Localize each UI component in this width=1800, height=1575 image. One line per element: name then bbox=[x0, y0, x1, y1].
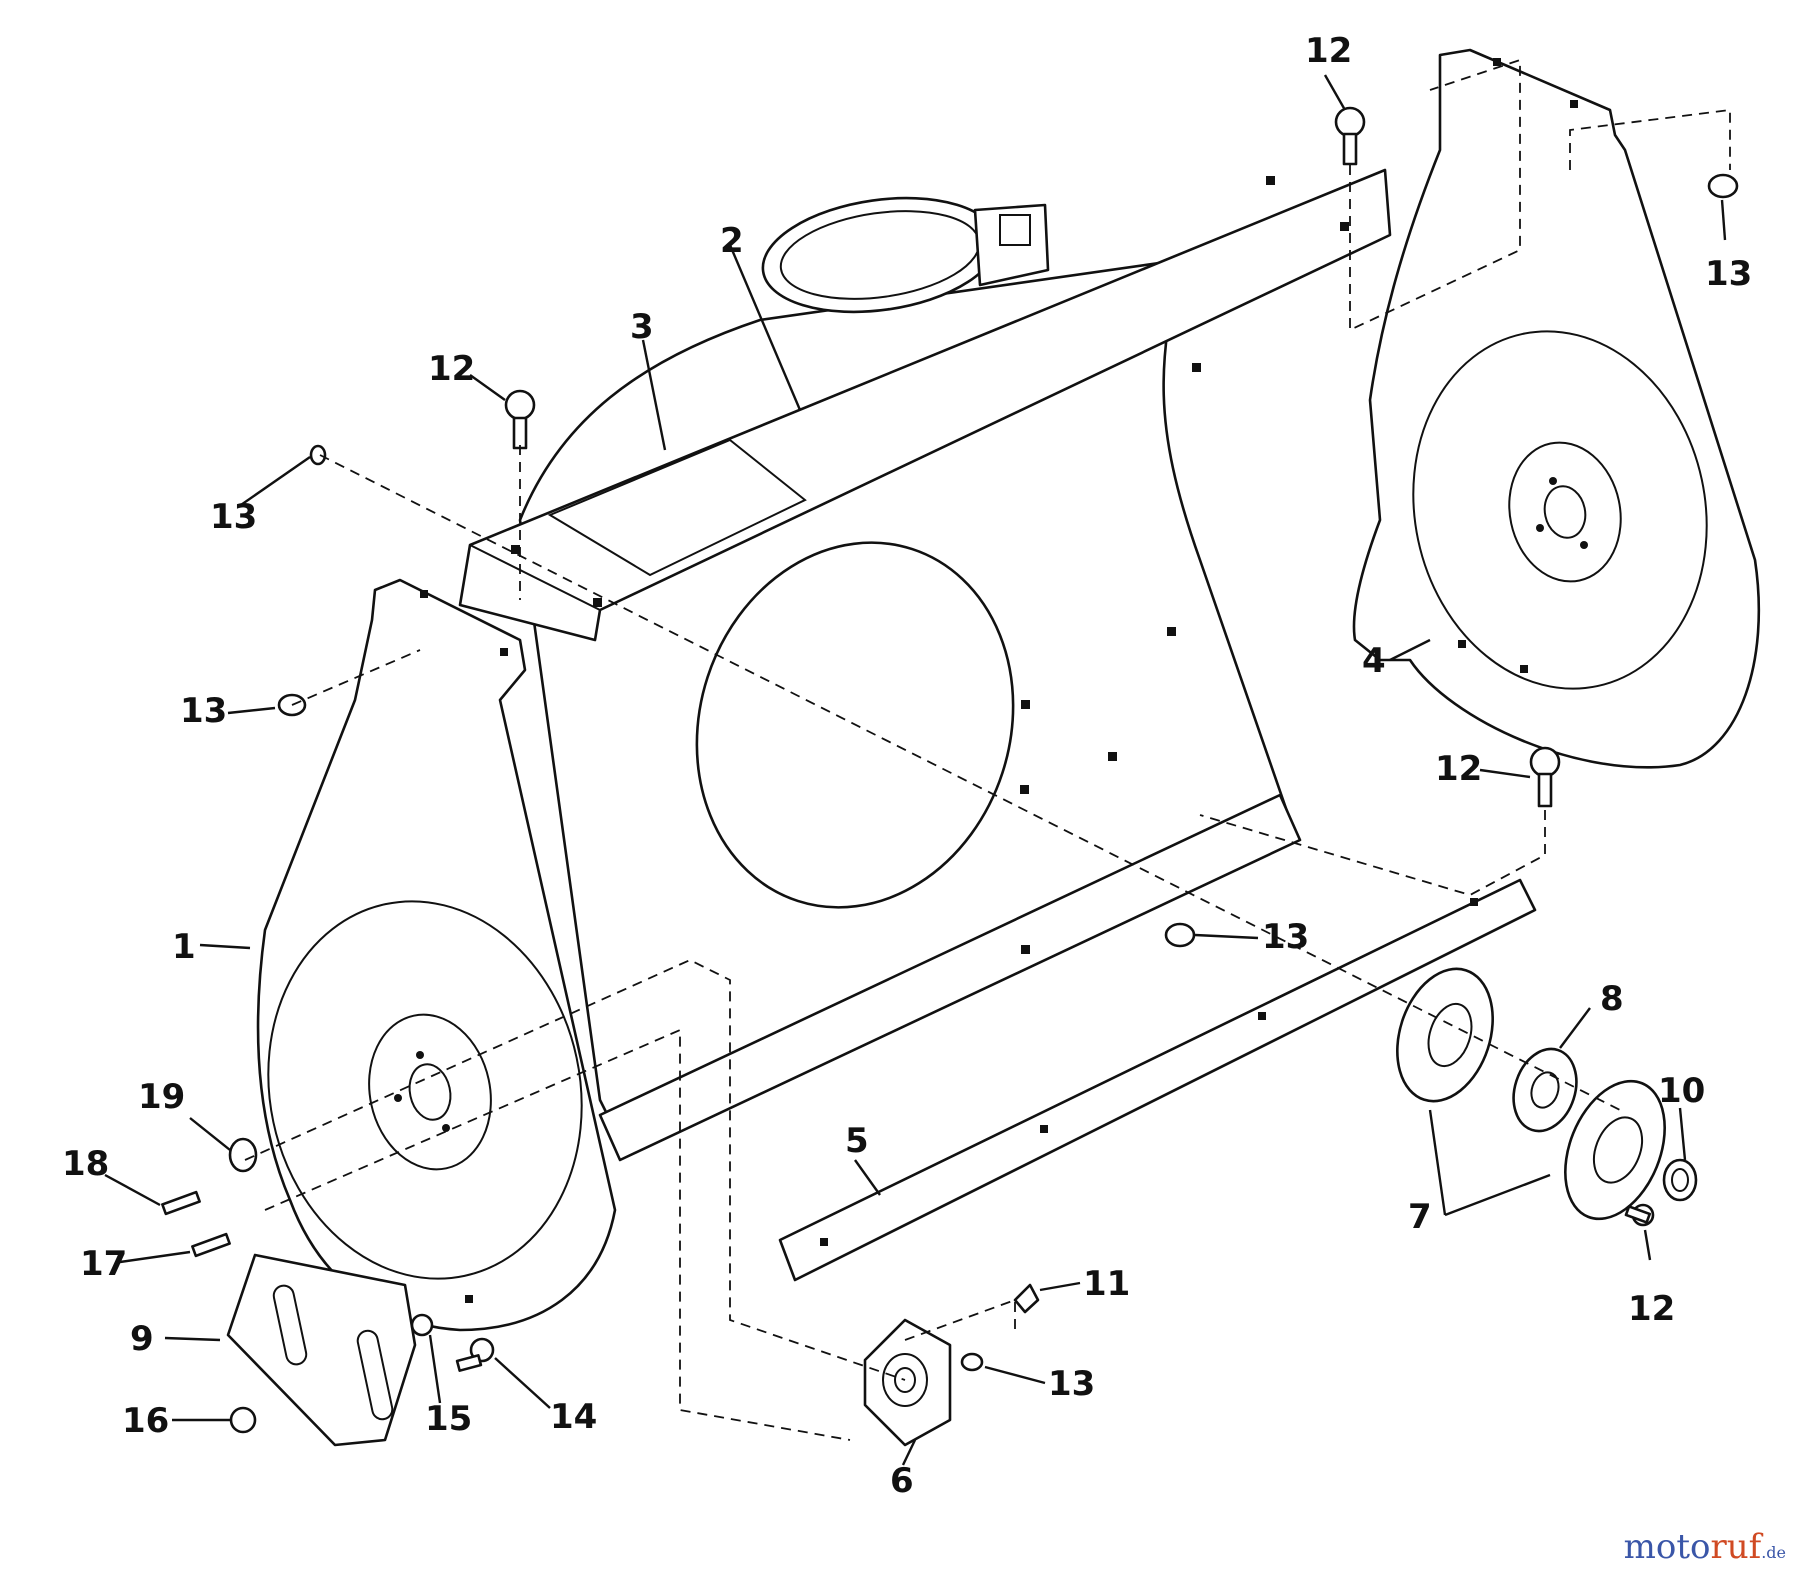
hardware bbox=[161, 106, 1739, 1434]
callout-10: 10 bbox=[1658, 1071, 1705, 1111]
callout-4: 4 bbox=[1362, 641, 1386, 681]
callout-12-top-left: 12 bbox=[428, 349, 475, 389]
callout-13-upper-left: 13 bbox=[210, 497, 257, 537]
leader-lines bbox=[104, 74, 1727, 1466]
watermark: motoruf.de bbox=[1624, 1527, 1786, 1567]
watermark-part3: .de bbox=[1761, 1543, 1786, 1562]
right-side-plate bbox=[1352, 48, 1761, 769]
callout-13-left: 13 bbox=[180, 691, 227, 731]
callout-8: 8 bbox=[1600, 979, 1624, 1019]
callout-12-lower-right: 12 bbox=[1628, 1289, 1675, 1329]
assembly-lines bbox=[244, 58, 1731, 1441]
bearing-flange bbox=[863, 1318, 952, 1447]
callout-7: 7 bbox=[1408, 1197, 1432, 1237]
auger-housing bbox=[458, 168, 1392, 1162]
callout-19: 19 bbox=[138, 1077, 185, 1117]
skid-shoe bbox=[226, 1253, 417, 1447]
scraper-bar bbox=[778, 878, 1537, 1282]
watermark-part1: moto bbox=[1623, 1527, 1711, 1567]
callout-13-center: 13 bbox=[1262, 917, 1309, 957]
callout-2: 2 bbox=[720, 221, 744, 261]
callout-5: 5 bbox=[845, 1121, 869, 1161]
bearing-assembly bbox=[1396, 967, 1698, 1221]
callout-9: 9 bbox=[130, 1319, 154, 1359]
callout-3: 3 bbox=[630, 307, 654, 347]
callout-6: 6 bbox=[890, 1461, 914, 1501]
callout-labels: 1 2 3 4 5 6 7 8 9 10 11 12 12 12 12 13 1… bbox=[62, 31, 1752, 1501]
watermark-part2: ruf bbox=[1710, 1527, 1762, 1567]
callout-11: 11 bbox=[1083, 1264, 1130, 1304]
callout-13-bottom: 13 bbox=[1048, 1364, 1095, 1404]
callout-13-top-right: 13 bbox=[1705, 254, 1752, 294]
callout-12-middle-right: 12 bbox=[1435, 749, 1482, 789]
callout-18: 18 bbox=[62, 1144, 109, 1184]
callout-16: 16 bbox=[122, 1401, 169, 1441]
callout-14: 14 bbox=[550, 1397, 597, 1437]
callout-12-top-right: 12 bbox=[1305, 31, 1352, 71]
callout-17: 17 bbox=[80, 1244, 127, 1284]
callout-15: 15 bbox=[425, 1399, 472, 1439]
callout-1: 1 bbox=[172, 927, 196, 967]
